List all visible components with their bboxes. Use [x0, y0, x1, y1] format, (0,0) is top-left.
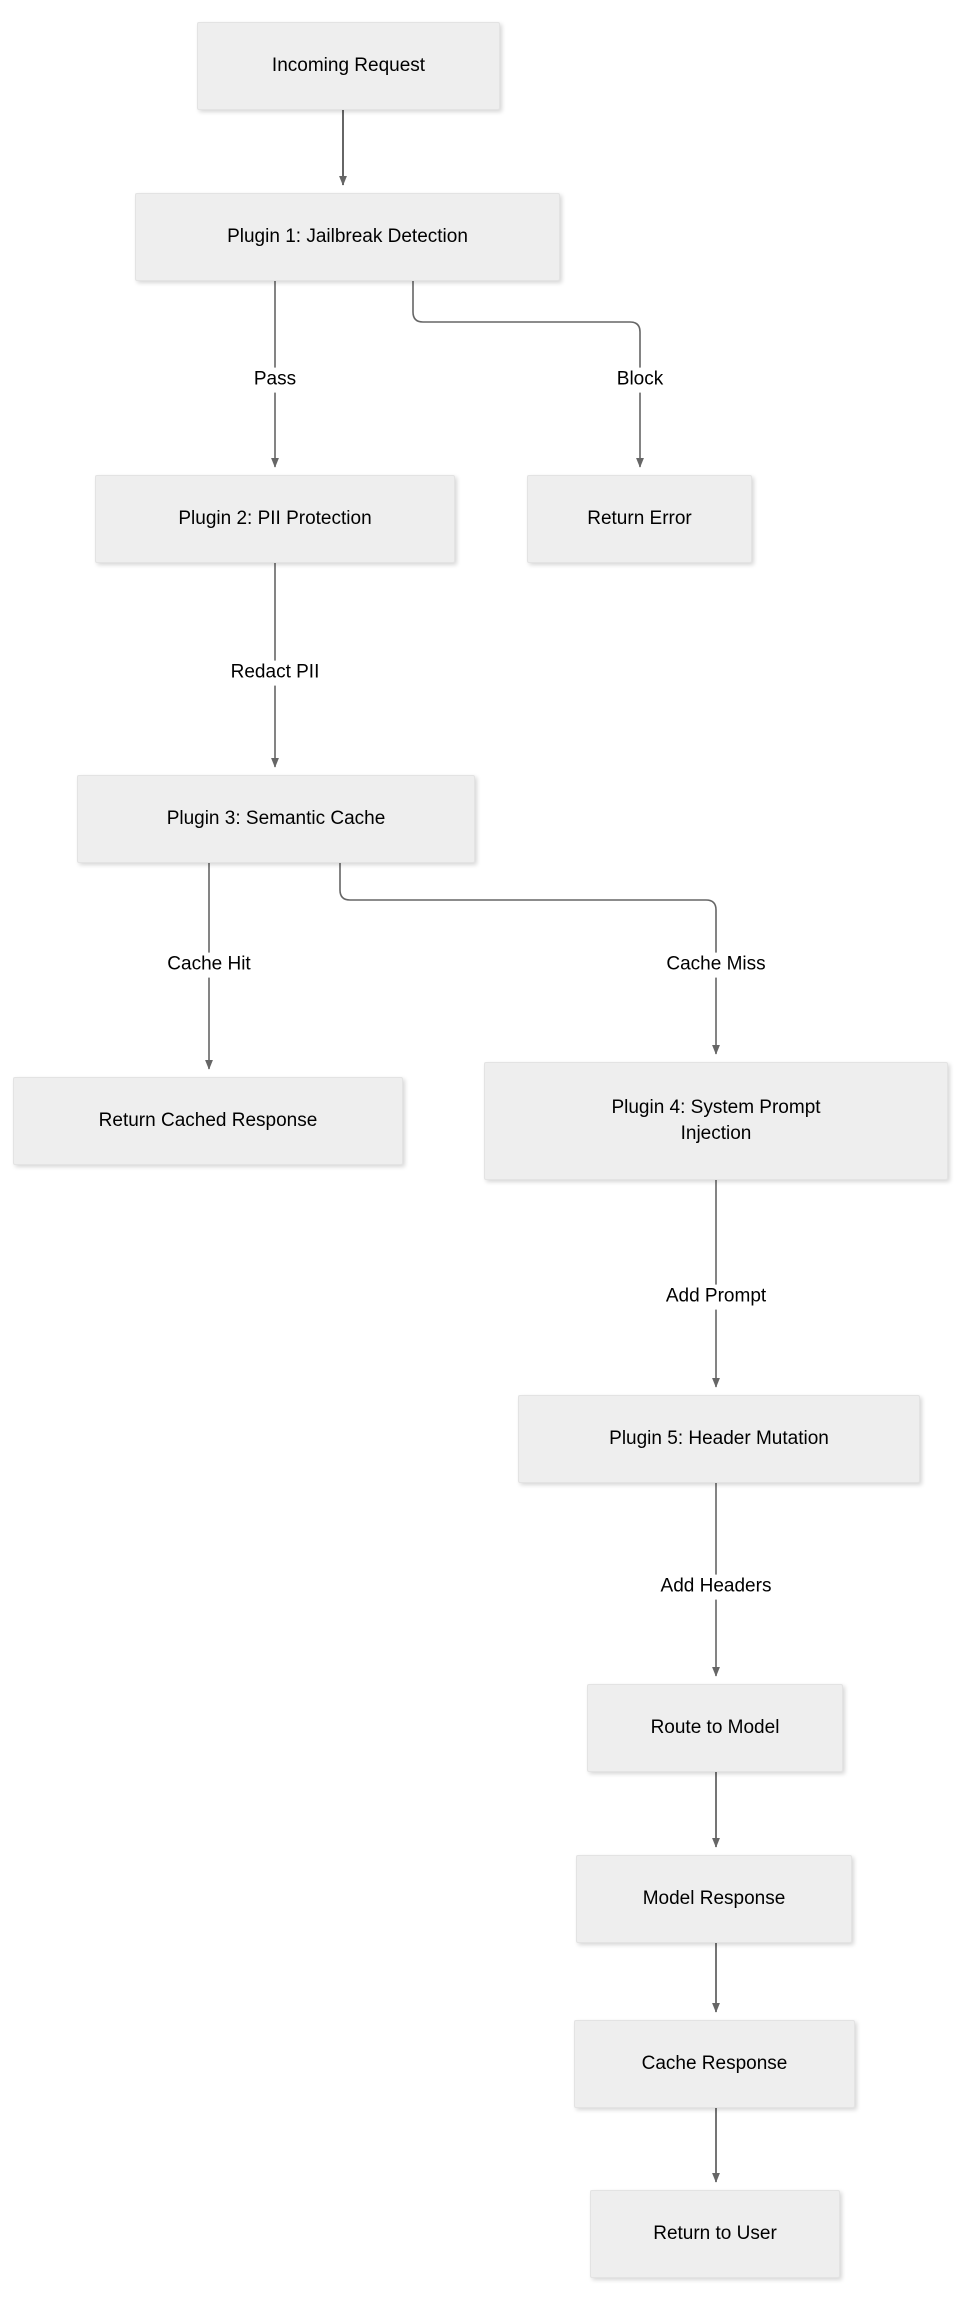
edge-label-cache-hit: Cache Hit	[162, 952, 256, 978]
edge-label-block: Block	[611, 367, 669, 393]
node-return-cached-response[interactable]: Return Cached Response	[13, 1077, 403, 1165]
node-plugin-4-system-prompt-injection[interactable]: Plugin 4: System Prompt Injection	[484, 1062, 948, 1180]
edge-label-redact-pii: Redact PII	[225, 660, 325, 686]
edge-plugin3-cache-miss	[339, 863, 720, 1055]
edge-plugin1-block	[412, 281, 644, 468]
edge-label-add-prompt: Add Prompt	[660, 1284, 772, 1310]
edge-label-cache-miss: Cache Miss	[661, 952, 771, 978]
node-plugin-3-semantic-cache[interactable]: Plugin 3: Semantic Cache	[77, 775, 475, 863]
edge-label-pass: Pass	[248, 367, 302, 393]
node-plugin-5-header-mutation[interactable]: Plugin 5: Header Mutation	[518, 1395, 920, 1483]
node-plugin-2-pii-protection[interactable]: Plugin 2: PII Protection	[95, 475, 455, 563]
edge-label-add-headers: Add Headers	[655, 1574, 777, 1600]
node-route-to-model[interactable]: Route to Model	[587, 1684, 843, 1772]
node-return-to-user[interactable]: Return to User	[590, 2190, 840, 2278]
node-return-error[interactable]: Return Error	[527, 475, 752, 563]
node-plugin-1-jailbreak-detection[interactable]: Plugin 1: Jailbreak Detection	[135, 193, 560, 281]
node-cache-response[interactable]: Cache Response	[574, 2020, 855, 2108]
node-incoming-request[interactable]: Incoming Request	[197, 22, 500, 110]
node-model-response[interactable]: Model Response	[576, 1855, 852, 1943]
